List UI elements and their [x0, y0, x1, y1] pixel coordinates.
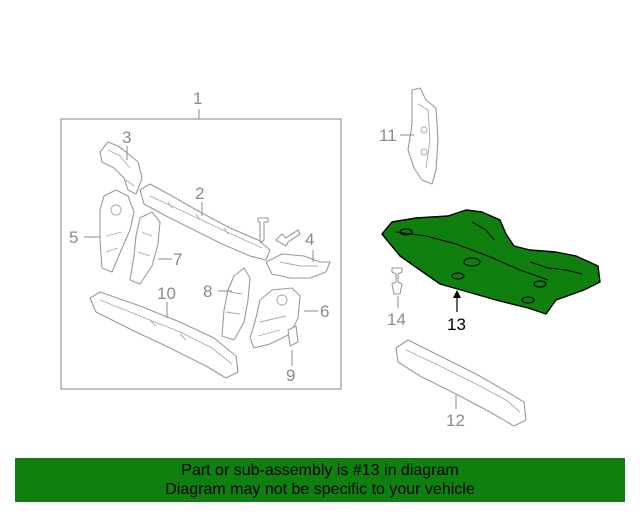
part-11-bracket[interactable] — [407, 87, 439, 185]
part-13-under-cover[interactable] — [381, 209, 601, 315]
part-14-push-clip[interactable] — [391, 267, 403, 295]
info-banner: Part or sub-assembly is #13 in diagram D… — [15, 458, 625, 502]
banner-line-2: Diagram may not be specific to your vehi… — [165, 481, 475, 498]
callout-13[interactable]: 13 — [447, 315, 466, 334]
part-5-side-panel[interactable] — [99, 189, 135, 273]
banner-line-1: Part or sub-assembly is #13 in diagram — [181, 462, 459, 479]
part-10-lower-crossmember[interactable] — [89, 291, 239, 379]
part-12-lower-bar[interactable] — [395, 339, 527, 427]
callout-5[interactable]: 5 — [69, 228, 78, 247]
callout-11[interactable]: 11 — [379, 126, 397, 145]
callout-6[interactable]: 6 — [320, 302, 329, 321]
callout-10[interactable]: 10 — [157, 284, 176, 303]
leader-arrow-13 — [453, 290, 461, 312]
part-2-upper-crossmember[interactable] — [139, 183, 271, 261]
callout-1[interactable]: 1 — [193, 89, 202, 108]
callout-2[interactable]: 2 — [195, 184, 204, 203]
callout-14[interactable]: 14 — [387, 310, 406, 329]
part-3-bracket[interactable] — [99, 141, 143, 195]
part-4-bracket[interactable] — [265, 253, 331, 279]
callout-4[interactable]: 4 — [305, 230, 314, 249]
callout-9[interactable]: 9 — [286, 366, 295, 385]
part-7-reinforcement[interactable] — [129, 211, 161, 285]
callout-3[interactable]: 3 — [122, 128, 131, 147]
bolt[interactable] — [257, 217, 269, 243]
callout-8[interactable]: 8 — [203, 282, 212, 301]
callout-12[interactable]: 12 — [446, 411, 465, 430]
callout-7[interactable]: 7 — [173, 250, 182, 269]
assembly-frame — [60, 118, 342, 390]
part-9-clip[interactable] — [287, 325, 299, 347]
bolt-diagonal[interactable] — [275, 229, 301, 247]
part-8-bracket[interactable] — [221, 267, 251, 341]
